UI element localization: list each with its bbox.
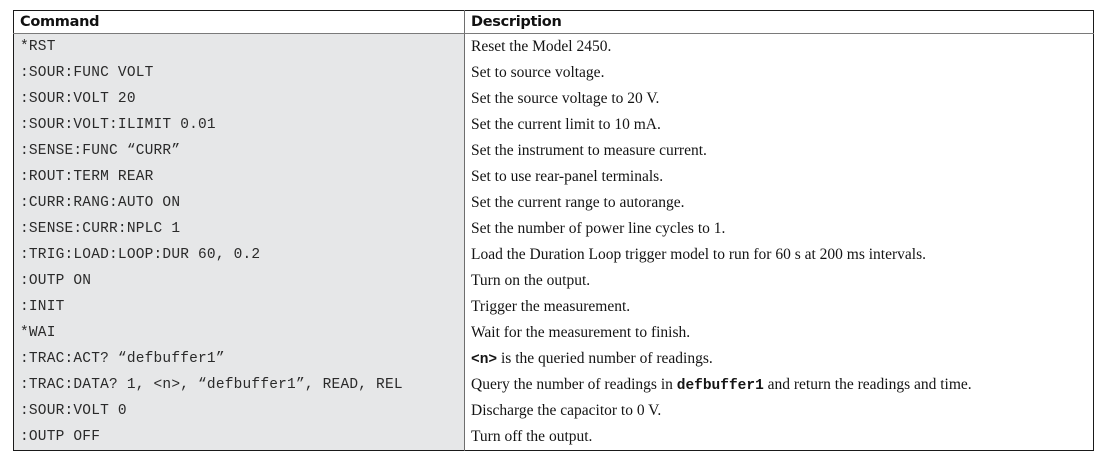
command-cell: :SOUR:VOLT:ILIMIT 0.01 xyxy=(13,112,465,138)
description-text: and return the readings and time. xyxy=(763,376,972,393)
inline-code: <n> xyxy=(471,352,498,368)
table-row: *RST Reset the Model 2450. xyxy=(13,33,1094,60)
table-row: :TRAC:DATA? 1, <n>, “defbuffer1”, READ, … xyxy=(13,372,1094,398)
description-cell: Set the source voltage to 20 V. xyxy=(464,86,1094,112)
description-cell: Set the number of power line cycles to 1… xyxy=(464,216,1094,242)
command-table-container: Command Description *RST Reset the Model… xyxy=(13,10,1094,451)
description-cell: Set the current limit to 10 mA. xyxy=(464,112,1094,138)
inline-code: defbuffer1 xyxy=(676,378,764,394)
command-cell: :TRAC:DATA? 1, <n>, “defbuffer1”, READ, … xyxy=(13,372,465,398)
description-cell: Set to use rear-panel terminals. xyxy=(464,164,1094,190)
description-cell: Discharge the capacitor to 0 V. xyxy=(464,398,1094,424)
command-cell: :SENSE:FUNC “CURR” xyxy=(13,138,465,164)
description-cell: Set the current range to autorange. xyxy=(464,190,1094,216)
command-table: Command Description *RST Reset the Model… xyxy=(13,10,1094,451)
command-cell: :INIT xyxy=(13,294,465,320)
column-header-description: Description xyxy=(464,10,1094,34)
table-row: :INIT Trigger the measurement. xyxy=(13,294,1094,320)
description-cell: Set to source voltage. xyxy=(464,60,1094,86)
command-cell: :TRIG:LOAD:LOOP:DUR 60, 0.2 xyxy=(13,242,465,268)
command-cell: *WAI xyxy=(13,320,465,346)
table-row: :SOUR:VOLT 20 Set the source voltage to … xyxy=(13,86,1094,112)
command-cell: :OUTP OFF xyxy=(13,424,465,451)
description-cell: Turn on the output. xyxy=(464,268,1094,294)
command-cell: :SENSE:CURR:NPLC 1 xyxy=(13,216,465,242)
command-cell: :SOUR:VOLT 20 xyxy=(13,86,465,112)
command-cell: :SOUR:FUNC VOLT xyxy=(13,60,465,86)
description-cell: Set the instrument to measure current. xyxy=(464,138,1094,164)
command-cell: :CURR:RANG:AUTO ON xyxy=(13,190,465,216)
table-row: :SOUR:FUNC VOLT Set to source voltage. xyxy=(13,60,1094,86)
command-cell: :ROUT:TERM REAR xyxy=(13,164,465,190)
column-header-command: Command xyxy=(13,10,465,34)
table-row: :TRAC:ACT? “defbuffer1” <n> is the queri… xyxy=(13,346,1094,372)
description-cell: Trigger the measurement. xyxy=(464,294,1094,320)
command-cell: :SOUR:VOLT 0 xyxy=(13,398,465,424)
description-cell: Wait for the measurement to finish. xyxy=(464,320,1094,346)
description-cell: Load the Duration Loop trigger model to … xyxy=(464,242,1094,268)
description-cell: <n> is the queried number of readings. xyxy=(464,346,1094,372)
table-row: :SENSE:FUNC “CURR” Set the instrument to… xyxy=(13,138,1094,164)
description-text: Query the number of readings in xyxy=(471,376,677,393)
description-cell: Reset the Model 2450. xyxy=(464,33,1094,60)
table-row: :ROUT:TERM REAR Set to use rear-panel te… xyxy=(13,164,1094,190)
command-cell: *RST xyxy=(13,33,465,60)
description-cell: Query the number of readings in defbuffe… xyxy=(464,372,1094,398)
table-header-row: Command Description xyxy=(13,10,1094,34)
table-row: :OUTP ON Turn on the output. xyxy=(13,268,1094,294)
table-row: :SENSE:CURR:NPLC 1 Set the number of pow… xyxy=(13,216,1094,242)
table-row: :CURR:RANG:AUTO ON Set the current range… xyxy=(13,190,1094,216)
command-cell: :OUTP ON xyxy=(13,268,465,294)
command-cell: :TRAC:ACT? “defbuffer1” xyxy=(13,346,465,372)
description-text: is the queried number of readings. xyxy=(497,350,713,367)
table-row: :SOUR:VOLT 0 Discharge the capacitor to … xyxy=(13,398,1094,424)
table-row: :OUTP OFF Turn off the output. xyxy=(13,424,1094,451)
table-row: :TRIG:LOAD:LOOP:DUR 60, 0.2 Load the Dur… xyxy=(13,242,1094,268)
description-cell: Turn off the output. xyxy=(464,424,1094,451)
table-row: *WAI Wait for the measurement to finish. xyxy=(13,320,1094,346)
table-row: :SOUR:VOLT:ILIMIT 0.01 Set the current l… xyxy=(13,112,1094,138)
